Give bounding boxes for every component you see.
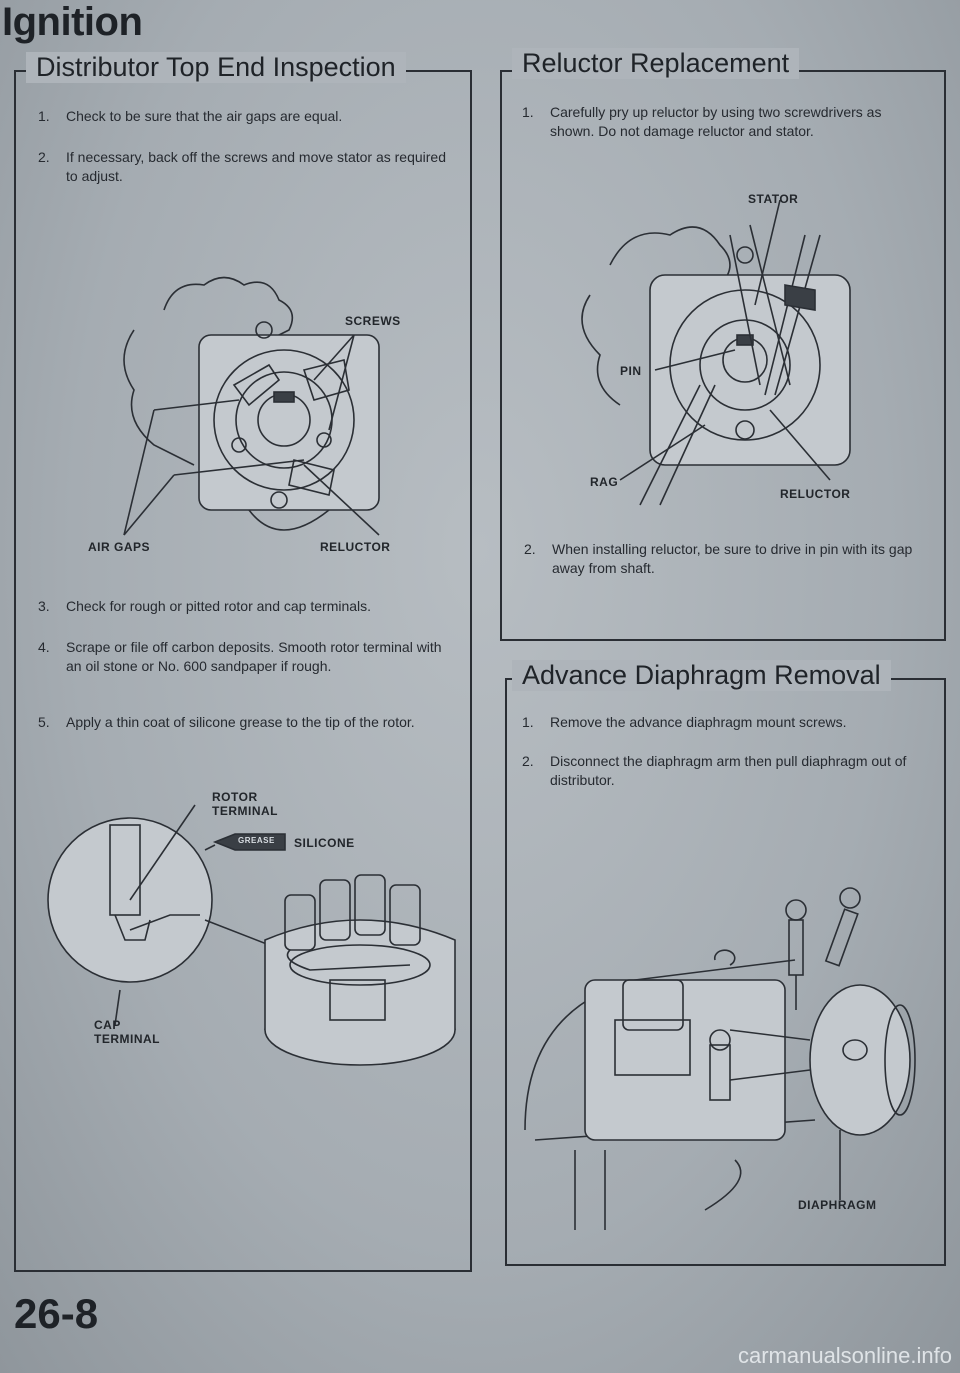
page-number: 26-8 [14,1290,99,1337]
step-text: Check for rough or pitted rotor and cap … [66,598,372,614]
step-text: Apply a thin coat of silicone grease to … [66,714,415,730]
step-number: 2. [38,149,50,165]
diaphragm-label: DIAPHRAGM [798,1198,877,1212]
step-number: 3. [38,598,50,614]
cap-terminal-label: CAP TERMINAL [94,1018,160,1046]
rag-label: RAG [590,475,619,489]
page-title: Ignition [2,0,143,44]
watermark-text: carmanualsonline.info [737,1343,952,1368]
step-number: 1. [38,108,50,124]
reluctor-figure [581,199,851,506]
diaphragm-removal-title: Advance Diaphragm Removal [512,660,891,691]
step-text: Disconnect the diaphragm arm then pull d… [550,753,907,788]
air-gaps-label: AIR GAPS [88,540,151,554]
distributor-top-figure [123,276,380,536]
reluctor-replacement-title: Reluctor Replacement [512,48,800,79]
stator-label: STATOR [748,192,799,206]
silicone-label: SILICONE [294,836,355,850]
step-text: Carefully pry up reluctor by using two s… [550,104,882,139]
step-text: Scrape or file off carbon deposits. Smoo… [66,639,442,674]
step-number: 2. [522,753,534,769]
rotor-cap-figure [47,804,456,1066]
step-text: Check to be sure that the air gaps are e… [66,108,343,124]
diaphragm-figure [524,887,916,1230]
reluctor-label-2: RELUCTOR [780,487,851,501]
distributor-inspection-title: Distributor Top End Inspection [26,52,406,83]
screws-label: SCREWS [345,314,401,328]
step-number: 1. [522,104,534,120]
step-number: 1. [522,714,534,730]
step-number: 4. [38,639,50,655]
step-text: If necessary, back off the screws and mo… [66,149,446,184]
pin-label: PIN [620,364,642,378]
rotor-terminal-label: ROTOR TERMINAL [212,790,278,818]
grease-badge: GREASE [238,836,275,845]
step-text: Remove the advance diaphragm mount screw… [550,714,847,730]
reluctor-label: RELUCTOR [320,540,391,554]
step-number: 2. [524,541,536,557]
step-text: When installing reluctor, be sure to dri… [552,541,913,576]
step-number: 5. [38,714,50,730]
